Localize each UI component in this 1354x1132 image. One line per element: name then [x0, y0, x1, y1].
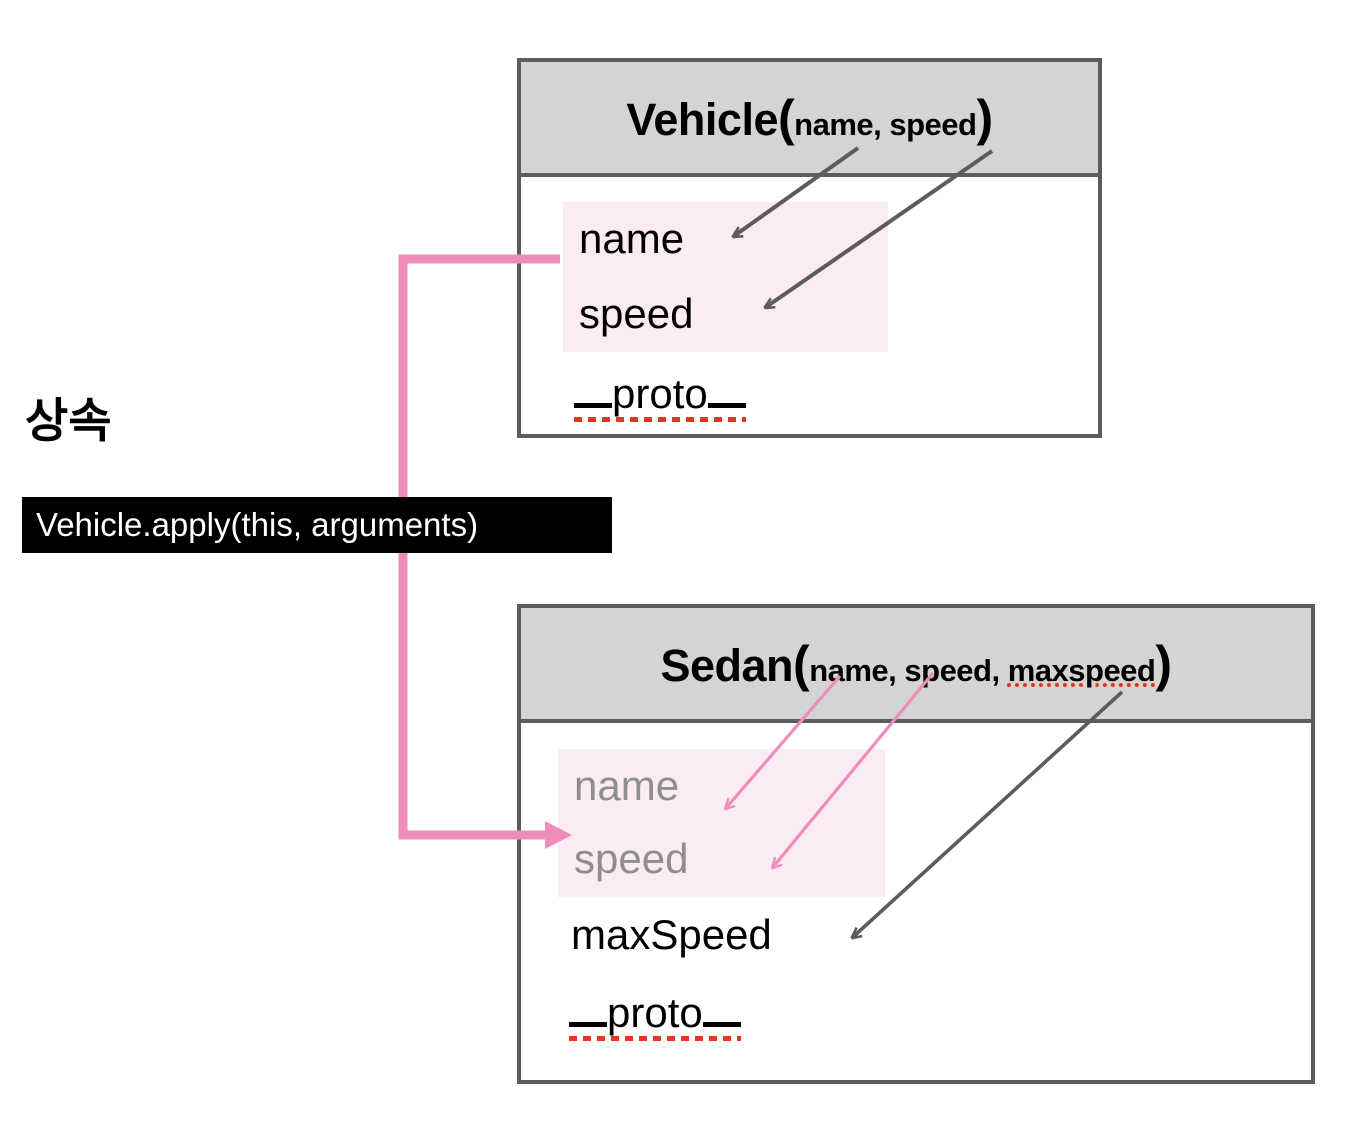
sedan-class-title: Sedan(name, speed, maxspeed)	[660, 635, 1172, 693]
vehicle-paren-open: (	[777, 89, 795, 146]
sedan-proto-suffix	[702, 985, 741, 1027]
vehicle-class-header: Vehicle(name, speed)	[521, 62, 1098, 177]
sedan-params-plain: name, speed,	[809, 652, 1008, 688]
vehicle-proto-spellcheck-underline	[574, 417, 746, 422]
sedan-property-maxspeed: maxSpeed	[571, 911, 772, 958]
vehicle-class-title: Vehicle(name, speed)	[626, 89, 993, 147]
vehicle-property-proto: proto	[574, 366, 746, 422]
sedan-class-header: Sedan(name, speed, maxspeed)	[521, 608, 1311, 723]
vehicle-proto-prefix	[574, 366, 612, 408]
apply-code-callout: Vehicle.apply(this, arguments)	[22, 497, 612, 553]
sedan-property-name: name	[574, 762, 680, 809]
vehicle-params: name, speed	[794, 106, 977, 142]
vehicle-proto-suffix	[707, 366, 746, 408]
page-title: 상속	[25, 394, 112, 447]
sedan-class-name: Sedan	[660, 639, 794, 691]
sedan-proto-word: proto	[607, 989, 703, 1036]
vehicle-paren-close: )	[976, 89, 993, 146]
sedan-paren-close: )	[1155, 635, 1172, 692]
sedan-property-proto: proto	[569, 985, 741, 1041]
sedan-class-body: name speed maxSpeed proto	[521, 723, 1311, 1080]
sedan-proto-inner: proto	[569, 985, 741, 1041]
sedan-proto-spellcheck-underline	[569, 1036, 741, 1041]
vehicle-class-box: Vehicle(name, speed) name speed proto	[517, 58, 1102, 438]
vehicle-class-name: Vehicle	[626, 93, 778, 145]
sedan-class-box: Sedan(name, speed, maxspeed) name speed …	[517, 604, 1315, 1084]
vehicle-class-body: name speed proto	[521, 177, 1098, 434]
sedan-params-spellchecked: maxspeed	[1007, 652, 1156, 688]
vehicle-property-name: name	[579, 215, 685, 262]
sedan-paren-open: (	[793, 635, 810, 692]
vehicle-proto-inner: proto	[574, 366, 746, 422]
vehicle-property-speed: speed	[579, 290, 694, 337]
sedan-proto-prefix	[569, 985, 607, 1027]
sedan-property-speed: speed	[574, 835, 689, 882]
vehicle-proto-word: proto	[612, 370, 708, 417]
